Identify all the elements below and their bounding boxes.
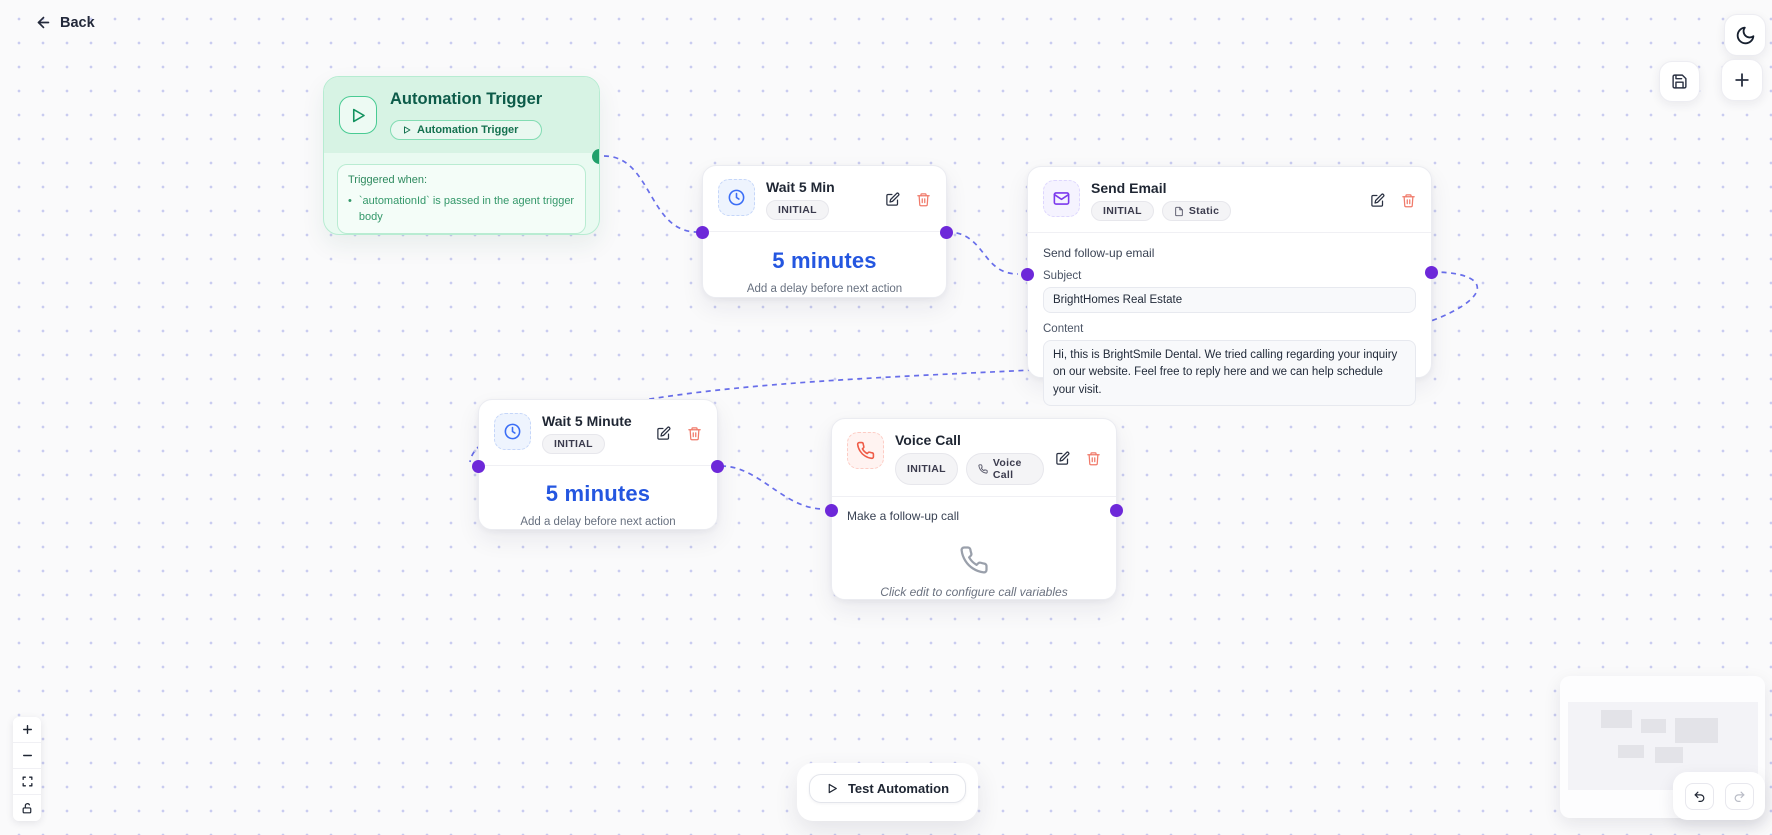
wait-description: Add a delay before next action [746,283,903,296]
back-arrow-icon [35,14,52,31]
node-send-email[interactable]: Send Email INITIAL Static Send follow-up [1021,166,1438,406]
subject-label: Subject [1043,270,1082,283]
save-icon [1671,73,1688,90]
delete-button[interactable] [1086,451,1101,466]
wait-duration: 5 minutes [545,481,651,507]
node-title: Wait 5 Min [766,179,835,195]
triggered-when-label: Triggered when: [348,174,428,186]
play-outline-icon [826,782,839,795]
trigger-header: Automation Trigger Automation Trigger [324,77,599,153]
save-button[interactable] [1659,61,1700,102]
edge-wait1-to-email [946,231,1019,275]
wait-duration: 5 minutes [772,248,877,274]
envelope-icon [1043,180,1080,217]
zoom-in-button[interactable] [13,717,41,743]
edit-button[interactable] [885,192,900,207]
delete-button[interactable] [1401,193,1416,208]
back-label: Back [60,14,95,31]
voice-source-handle[interactable] [1110,504,1123,517]
status-badge: INITIAL [766,200,829,221]
wait2-target-handle[interactable] [472,460,485,473]
test-panel: Test Automation [797,763,978,821]
email-target-handle[interactable] [1021,268,1034,281]
clock-icon [494,413,531,450]
email-source-handle[interactable] [1425,266,1438,279]
static-badge: Static [1161,201,1232,222]
redo-button[interactable] [1724,782,1754,810]
plus-icon [1732,70,1752,90]
wait-description: Add a delay before next action [520,516,676,529]
clock-icon [718,179,755,216]
delete-button[interactable] [916,192,931,207]
back-button[interactable]: Back [29,13,101,32]
node-automation-trigger[interactable]: Automation Trigger Automation Trigger Tr… [323,76,600,235]
status-badge: INITIAL [895,453,958,486]
minimap-viewport [1568,702,1758,790]
node-title: Send Email [1091,180,1167,196]
zoom-out-button[interactable] [13,743,41,769]
bullet: • [348,195,352,208]
minimap-node-voice [1655,747,1683,763]
node-wait-5-min[interactable]: Wait 5 Min INITIAL 5 minutes Add a delay… [696,165,953,298]
trigger-condition-card: Triggered when: • `automationId` is pass… [337,164,586,234]
fit-view-button[interactable] [13,769,41,795]
voice-target-handle[interactable] [825,504,838,517]
test-automation-button[interactable]: Test Automation [808,774,967,803]
lock-button[interactable] [13,795,41,821]
triggered-when-item: • `automationId` is passed in the agent … [348,194,575,225]
edit-button[interactable] [1055,451,1070,466]
wait2-source-handle[interactable] [711,460,724,473]
edit-button[interactable] [1370,193,1385,208]
play-small-icon [402,125,412,135]
edit-button[interactable] [656,426,671,441]
minimap-node-send-email [1675,718,1718,743]
content-textarea[interactable]: Hi, this is BrightSmile Dental. We tried… [1043,340,1416,406]
phone-small-icon [978,464,988,474]
node-title: Wait 5 Minute [542,413,632,429]
edge-trigger-to-wait1 [603,155,698,233]
node-voice-call[interactable]: Voice Call INITIAL Voice Call Make a fol… [825,418,1123,600]
voice-call-badge: Voice Call [965,453,1044,486]
play-icon [339,96,377,134]
undo-button[interactable] [1684,782,1714,810]
flow-controls [13,717,41,821]
voice-configure-hint: Click edit to configure call variables [880,585,1068,600]
trigger-source-handle[interactable] [592,149,599,164]
status-badge: INITIAL [542,434,605,455]
content-label: Content [1043,323,1084,336]
phone-icon [847,432,884,469]
voice-description: Make a follow-up call [847,509,960,524]
moon-icon [1735,25,1756,46]
trigger-content: Triggered when: • `automationId` is pass… [324,153,599,234]
minimap[interactable] [1560,676,1765,818]
edge-wait2-to-voice [720,465,825,510]
subject-input[interactable] [1043,287,1416,314]
node-wait-5-minute[interactable]: Wait 5 Minute INITIAL 5 minutes Add a de… [472,399,724,530]
theme-toggle-button[interactable] [1724,14,1766,56]
node-title: Voice Call [895,432,961,448]
minimap-node-wait2 [1618,745,1644,758]
phone-large-icon [847,545,1101,575]
add-node-button[interactable] [1721,59,1763,101]
wait1-source-handle[interactable] [940,226,953,239]
delete-button[interactable] [687,426,702,441]
history-controls [1673,772,1765,820]
status-badge: INITIAL [1091,201,1154,222]
trigger-type-badge: Automation Trigger [390,120,543,140]
wait1-target-handle[interactable] [696,226,709,239]
email-description: Send follow-up email [1043,246,1155,261]
trigger-title: Automation Trigger [390,90,543,108]
document-icon [1174,206,1184,217]
minimap-node-wait1 [1641,719,1666,733]
minimap-node-trigger [1601,710,1632,728]
